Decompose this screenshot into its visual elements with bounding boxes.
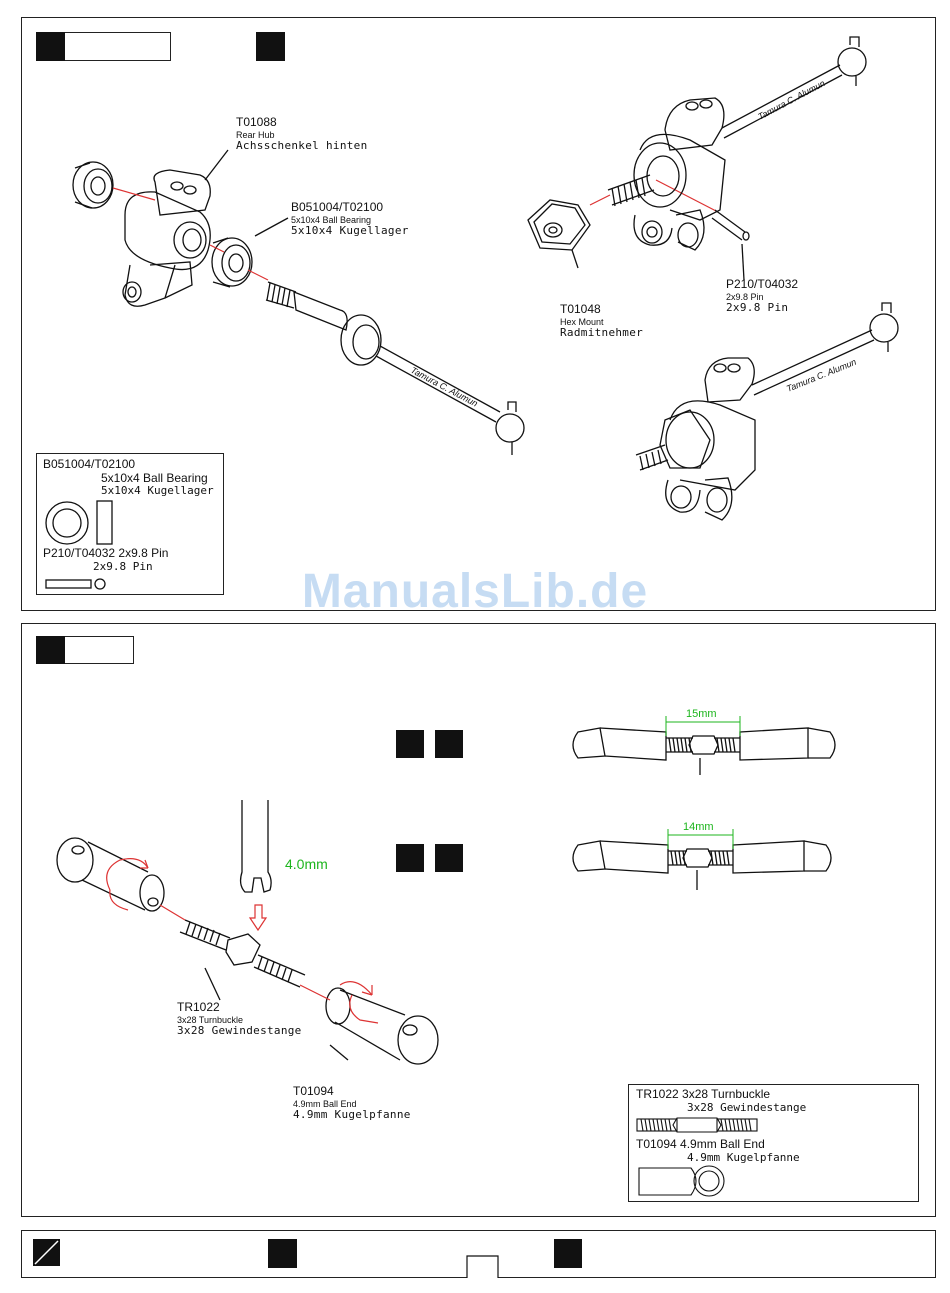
label-pin: P210/T04032 2x9.8 Pin 2x9.8 Pin bbox=[726, 277, 799, 315]
dimension-rear: 14mm bbox=[683, 821, 714, 833]
part-code: P210/T04032 bbox=[726, 277, 799, 291]
legend-bearing-code: B051004/T02100 bbox=[43, 457, 136, 471]
ball-end-right-part bbox=[325, 987, 439, 1065]
part-code: T01088 bbox=[236, 115, 277, 129]
link-rear bbox=[572, 840, 832, 874]
legend-ball-end-de: 4.9mm Kugelpfanne bbox=[687, 1151, 800, 1164]
label-turnbuckle: TR1022 3x28 Turnbuckle 3x28 Gewindestang… bbox=[177, 1000, 302, 1038]
part-name-en: Hex Mount bbox=[560, 316, 604, 327]
part-code: T01048 bbox=[560, 302, 601, 316]
rear-hub-exploded-diagram: Tamura C. Alumun Tamura C. Alumun Tamura… bbox=[72, 36, 899, 521]
quantity-block bbox=[256, 32, 285, 61]
part-name-en: 2x9.8 Pin bbox=[726, 291, 764, 302]
label-ball-bearing: B051004/T02100 5x10x4 Ball Bearing 5x10x… bbox=[291, 200, 409, 238]
legend-bearing-icon bbox=[45, 500, 113, 590]
quantity-block-rear bbox=[435, 844, 463, 872]
legend-turnbuckle-icon bbox=[636, 1117, 758, 1197]
dimension-lines bbox=[665, 716, 741, 849]
label-ball-end: T01094 4.9mm Ball End 4.9mm Kugelpfanne bbox=[293, 1084, 411, 1122]
part-name-de: 3x28 Gewindestange bbox=[177, 1024, 302, 1038]
rear-hub-part bbox=[122, 169, 211, 307]
step-number-block bbox=[36, 636, 65, 664]
part-name-de: 5x10x4 Kugellager bbox=[291, 224, 409, 238]
part-code: B051004/T02100 bbox=[291, 200, 384, 214]
label-rear-hub: T01088 Rear Hub Achsschenkel hinten bbox=[236, 115, 368, 153]
rotation-arrows bbox=[106, 858, 379, 1024]
part-code: TR1022 bbox=[177, 1000, 220, 1014]
hub-assembly-top-right bbox=[527, 36, 867, 251]
rear-axle-part bbox=[265, 281, 525, 455]
part-name-en: 4.9mm Ball End bbox=[293, 1098, 357, 1109]
watermark: ManualsLib.de bbox=[301, 565, 649, 618]
legend-bearing-en: 5x10x4 Ball Bearing bbox=[101, 471, 208, 485]
step-number-block bbox=[36, 32, 65, 61]
part-name-de: 2x9.8 Pin bbox=[726, 301, 789, 315]
label-hex-mount: T01048 Hex Mount Radmitnehmer bbox=[560, 302, 644, 340]
ball-end-left-part bbox=[56, 837, 165, 912]
hub-assembly-assembled bbox=[635, 302, 899, 521]
part-name-en: 5x10x4 Ball Bearing bbox=[291, 214, 372, 225]
dimension-front: 15mm bbox=[686, 708, 717, 720]
part-name-de: 4.9mm Kugelpfanne bbox=[293, 1108, 411, 1122]
bearing-outer-part bbox=[72, 161, 114, 209]
wrench-size: 4.0mm bbox=[285, 856, 328, 872]
part-code: T01094 bbox=[293, 1084, 334, 1098]
part-name-en: Rear Hub bbox=[236, 129, 275, 140]
legend-turnbuckle-de: 3x28 Gewindestange bbox=[687, 1101, 807, 1114]
quantity-block-front bbox=[435, 730, 463, 758]
legend-pin-de: 2x9.8 Pin bbox=[93, 560, 153, 573]
legend-bearing-de: 5x10x4 Kugellager bbox=[101, 484, 214, 497]
wrench-tool bbox=[239, 800, 272, 893]
legend-pin-line: P210/T04032 2x9.8 Pin bbox=[43, 546, 169, 560]
quantity-block-front bbox=[396, 730, 424, 758]
bearing-inner-part bbox=[211, 237, 253, 288]
parts-legend-step1: B051004/T02100 5x10x4 Ball Bearing 5x10x… bbox=[36, 453, 224, 595]
part-name-en: 3x28 Turnbuckle bbox=[177, 1014, 244, 1025]
part-name-de: Radmitnehmer bbox=[560, 326, 644, 340]
assembly-guide-lines bbox=[112, 179, 719, 281]
parts-legend-step2: TR1022 3x28 Turnbuckle 3x28 Gewindestang… bbox=[628, 1084, 919, 1202]
turnbuckle-part bbox=[179, 919, 306, 988]
legend-ball-end-line: T01094 4.9mm Ball End bbox=[636, 1137, 765, 1151]
legend-turnbuckle-line: TR1022 3x28 Turnbuckle bbox=[636, 1087, 771, 1101]
quantity-block-rear bbox=[396, 844, 424, 872]
link-front bbox=[572, 727, 836, 761]
part-name-de: Achsschenkel hinten bbox=[236, 139, 368, 153]
